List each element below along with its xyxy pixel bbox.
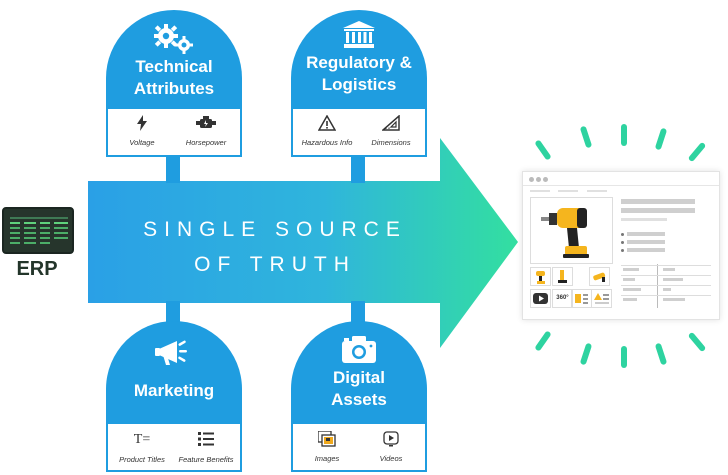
digital-title-line1: Digital: [333, 368, 385, 387]
warning-triangle-icon: [297, 114, 357, 136]
engine-icon: [176, 116, 236, 135]
bank-building-icon: [343, 21, 375, 48]
digital-assets-card: Digital Assets: [291, 321, 427, 424]
feature-benefits-label: Feature Benefits: [178, 455, 234, 464]
regulatory-stem: [351, 157, 365, 183]
marketing-title: Marketing: [133, 381, 215, 400]
product-titles-label: Product Titles: [119, 455, 165, 464]
thumbnail-drill-side: [552, 267, 573, 286]
horsepower-label: Horsepower: [185, 138, 227, 147]
digital-assets-items: Images Videos: [291, 422, 427, 472]
thumbnail-drill: [530, 267, 551, 286]
lightning-bolt-icon: [112, 115, 172, 135]
technical-title-line2: Attributes: [133, 79, 215, 98]
gears-icon: [154, 24, 193, 54]
dimensions-label: Dimensions: [371, 138, 411, 147]
thumbnail-diagram: [571, 289, 592, 308]
product-page-mockup: 360°: [522, 171, 720, 320]
images-label: Images: [314, 454, 340, 463]
megaphone-icon: [155, 340, 187, 365]
marketing-items: T= Product Titles Feature Benefits: [106, 422, 242, 472]
videos-label: Videos: [379, 454, 403, 463]
arrow-text-line2: OF TRUTH: [194, 253, 356, 276]
thumbnail-video: [530, 289, 551, 308]
erp-monitor-icon: [2, 207, 74, 254]
regulatory-title-line1: Regulatory &: [306, 53, 412, 72]
text-format-icon: T=: [133, 432, 151, 447]
regulatory-logistics-items: Hazardous Info Dimensions: [291, 107, 427, 157]
set-square-icon: [361, 114, 421, 136]
arrow-text-line1: SINGLE SOURCE: [143, 218, 407, 241]
technical-title-line1: Technical: [135, 57, 213, 76]
erp-label: ERP: [16, 258, 58, 280]
image-stack-icon: [297, 430, 357, 452]
marketing-card: Marketing: [106, 321, 242, 424]
thumbnail-warning: [591, 289, 612, 308]
thumbnail-360: 360°: [552, 289, 573, 308]
technical-stem: [166, 157, 180, 183]
voltage-label: Voltage: [129, 138, 155, 147]
technical-attributes-items: Voltage Horsepower: [106, 107, 242, 157]
power-drill-icon: [541, 208, 589, 258]
single-source-text: SINGLE SOURCE OF TRUTH: [85, 212, 465, 282]
camera-icon: [342, 336, 376, 363]
hazardous-info-label: Hazardous Info: [301, 138, 353, 147]
thumbnail-drill-angle: [589, 267, 610, 286]
marketing-stem: [166, 301, 180, 323]
play-video-icon: [361, 431, 421, 452]
product-main-image: [530, 197, 613, 264]
digital-title-line2: Assets: [331, 390, 387, 409]
digital-stem: [351, 301, 365, 323]
regulatory-title-line2: Logistics: [321, 75, 397, 94]
bulleted-list-icon: [176, 432, 236, 451]
